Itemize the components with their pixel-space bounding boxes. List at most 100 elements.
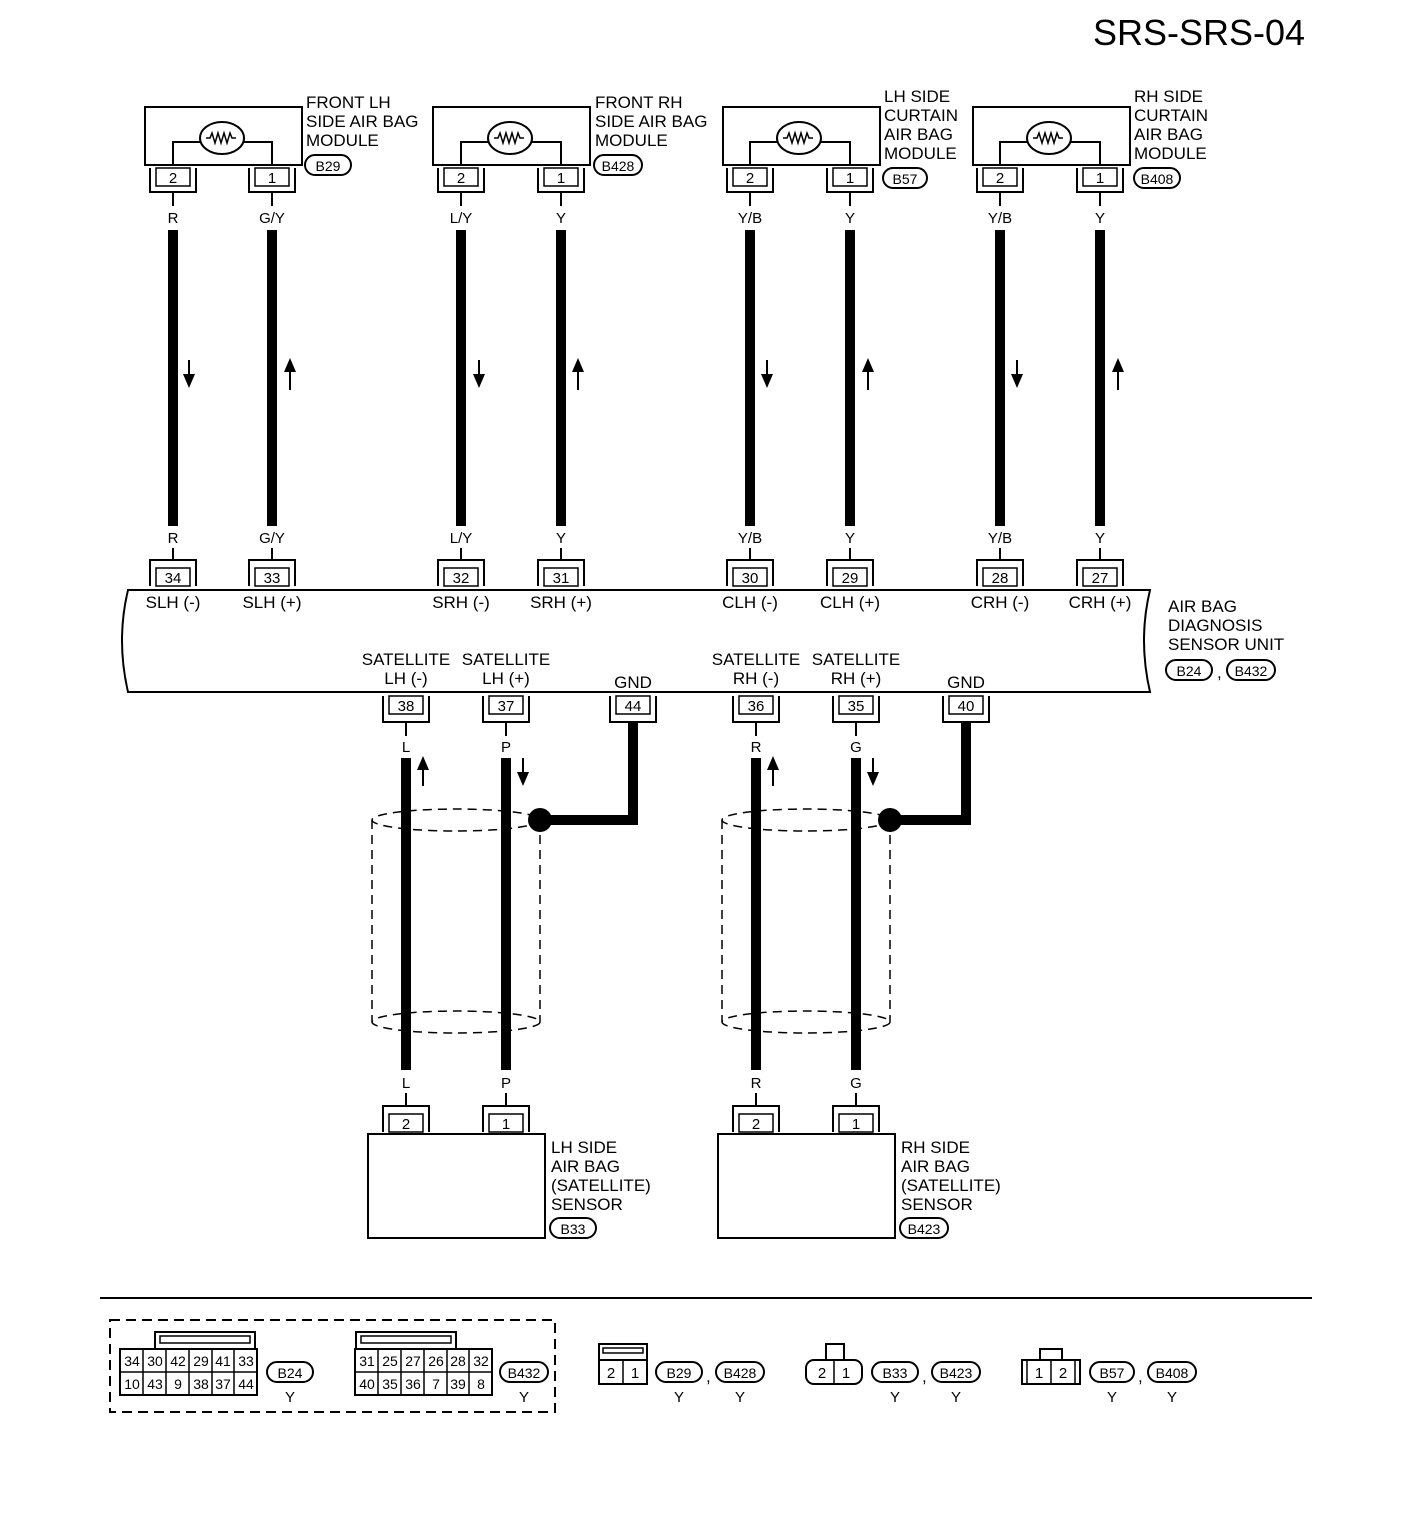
module-lh-side-curtain: LH SIDE CURTAIN AIR BAG MODULE B57 2 1 — [722, 87, 958, 193]
connector-ref-badge — [715, 1361, 765, 1383]
connector-ref: B33 — [883, 1365, 908, 1381]
connector-ref-badge — [1226, 659, 1276, 681]
terminal-name: SATELLITE — [362, 650, 451, 669]
sensor-label-line: SENSOR — [901, 1195, 973, 1214]
ref-separator: , — [706, 1367, 711, 1386]
wire-color: Y — [1095, 530, 1105, 547]
wire-color: L/Y — [450, 210, 473, 227]
arrow-down-icon — [517, 758, 529, 786]
terminal-name: CLH (+) — [820, 593, 880, 612]
terminal-name: SATELLITE — [462, 650, 551, 669]
connector-color: Y — [519, 1389, 529, 1406]
terminal-name: SLH (-) — [146, 593, 201, 612]
pin-number: 2 — [457, 170, 465, 187]
connector-color: Y — [890, 1389, 900, 1406]
module-front-rh: FRONT RH SIDE AIR BAG MODULE B428 2 1 — [432, 93, 707, 193]
connector-ref: B423 — [908, 1221, 941, 1237]
sensor-label-line: SENSOR — [551, 1195, 623, 1214]
wire-color: L — [402, 739, 410, 756]
connector-ref: B432 — [1235, 663, 1268, 679]
wire-color: G — [850, 1075, 862, 1092]
sensor-rh-satellite: 2 1 RH SIDE AIR BAG (SATELLITE) SENSOR B… — [717, 1105, 1001, 1239]
connector-ref: B428 — [602, 158, 635, 174]
cavity-number: 29 — [193, 1353, 209, 1369]
connector-ref-badge — [549, 1217, 597, 1239]
connector-ref-badge — [655, 1361, 703, 1383]
cavity-number: 2 — [1059, 1365, 1067, 1382]
wire-color: Y — [556, 210, 566, 227]
module-label-line: FRONT LH — [306, 93, 391, 112]
arrow-down-icon — [761, 360, 773, 388]
connector-face-b29-b428: 2 1 B29 , B428 Y Y — [598, 1343, 765, 1406]
connector-ref: B57 — [1100, 1365, 1125, 1381]
connector-ref-badge — [593, 154, 643, 176]
connector-ref: B24 — [278, 1365, 303, 1381]
module-label-line: CURTAIN — [884, 106, 958, 125]
cavity-number: 40 — [359, 1376, 375, 1392]
cavity-number: 41 — [215, 1353, 231, 1369]
connector-color: Y — [1107, 1389, 1117, 1406]
terminal-name: RH (-) — [733, 669, 779, 688]
wire-color: P — [501, 1075, 511, 1092]
sensor-label-line: LH SIDE — [551, 1138, 617, 1157]
pin-number: 35 — [848, 698, 865, 715]
terminal-name: GND — [947, 673, 985, 692]
unit-connector-group — [109, 1319, 556, 1413]
connector-face-b432: 31 25 27 26 28 32 40 35 36 7 39 8 B432 Y — [354, 1331, 549, 1406]
connector-ref-badge — [1089, 1361, 1135, 1383]
ref-separator: , — [1217, 663, 1222, 682]
wire-color: Y/B — [988, 210, 1012, 227]
pin-number: 33 — [264, 570, 281, 587]
wire-color: P — [501, 739, 511, 756]
cavity-number: 7 — [432, 1376, 440, 1392]
connector-ref: B29 — [667, 1365, 692, 1381]
shielded-cable-lh — [371, 808, 541, 1034]
wire-color: Y — [556, 530, 566, 547]
lower-wires: L P R G L P R G — [371, 722, 971, 1106]
connector-ref: B29 — [316, 158, 341, 174]
wire-color: Y/B — [738, 530, 762, 547]
sensor-label-line: AIR BAG — [901, 1157, 970, 1176]
cavity-number: 39 — [450, 1376, 466, 1392]
pin-number: 2 — [402, 1116, 410, 1133]
arrow-up-icon — [862, 358, 874, 390]
wire-color: G/Y — [259, 210, 285, 227]
cavity-number: 42 — [170, 1353, 186, 1369]
sensor-lh-satellite: 2 1 LH SIDE AIR BAG (SATELLITE) SENSOR B… — [367, 1105, 651, 1239]
connector-face-b33-b423: 2 1 B33 , B423 Y Y — [805, 1343, 981, 1406]
connector-face-b24: 34 30 42 29 41 33 10 43 9 38 37 44 B24 Y — [119, 1331, 314, 1406]
cavity-number: 38 — [193, 1376, 209, 1392]
connector-ref: B33 — [561, 1221, 586, 1237]
connector-ref-badge — [304, 154, 352, 176]
pin-number: 37 — [498, 698, 515, 715]
cavity-number: 44 — [238, 1376, 254, 1392]
module-internal-wiring — [172, 141, 273, 165]
pin-number: 34 — [165, 570, 182, 587]
upper-wires: R G/Y L/Y Y Y/B Y Y/B Y R G/Y L/Y Y Y/B … — [168, 192, 1124, 560]
squib-resistor-icon — [487, 121, 533, 155]
module-internal-wiring — [460, 141, 562, 165]
shielded-cable-rh — [721, 808, 891, 1034]
pin-number: 2 — [752, 1116, 760, 1133]
module-label-line: RH SIDE — [1134, 87, 1203, 106]
pin-number: 38 — [398, 698, 415, 715]
wire-color: R — [751, 739, 762, 756]
cavity-number: 26 — [428, 1353, 444, 1369]
module-label-line: MODULE — [595, 131, 668, 150]
cavity-number: 10 — [124, 1376, 140, 1392]
terminal-name: CRH (-) — [971, 593, 1030, 612]
squib-resistor-icon — [776, 121, 822, 155]
pin-number: 1 — [268, 170, 276, 187]
squib-resistor-icon — [199, 121, 245, 155]
arrow-down-icon — [473, 360, 485, 388]
pin-number: 1 — [557, 170, 565, 187]
connector-color: Y — [735, 1389, 745, 1406]
sensor-label-line: (SATELLITE) — [901, 1176, 1001, 1195]
connector-ref-badge — [266, 1361, 314, 1383]
connector-ref-badge — [1165, 659, 1213, 681]
pin-number: 2 — [746, 170, 754, 187]
cavity-number: 31 — [359, 1353, 375, 1369]
module-label-line: MODULE — [1134, 144, 1207, 163]
pin-number: 44 — [625, 698, 642, 715]
cavity-number: 37 — [215, 1376, 231, 1392]
